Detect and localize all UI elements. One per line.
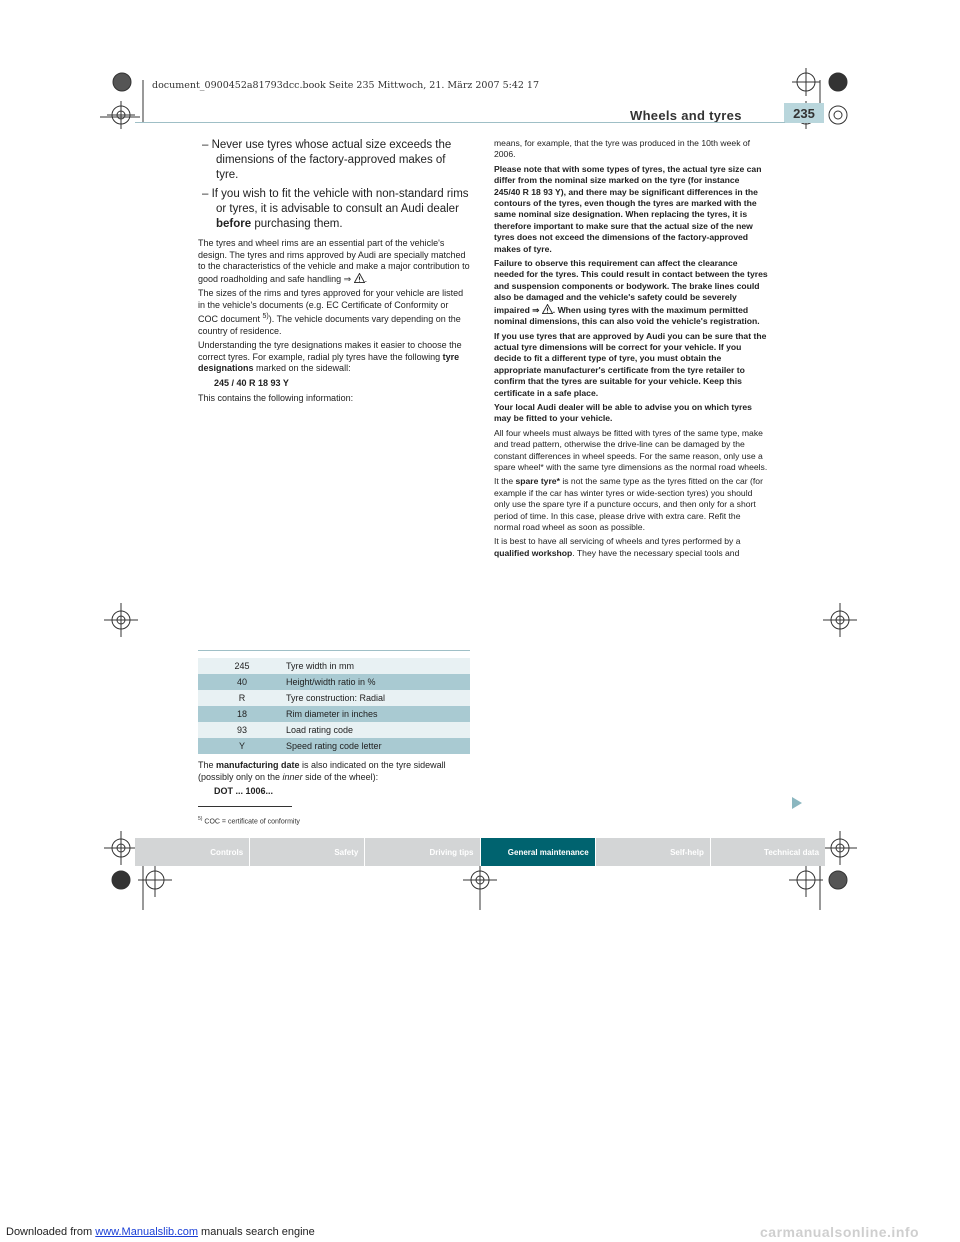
right-paragraph-1: means, for example, that the tyre was pr… (494, 138, 751, 160)
page-number: 235 (793, 106, 815, 121)
right-paragraph-3: Failure to observe this requirement can … (494, 258, 768, 327)
rp3-text-a: Failure to observe this requirement can … (494, 258, 768, 315)
right-paragraph-2: Please note that with some types of tyre… (494, 163, 762, 254)
table-desc: Rim diameter in inches (286, 709, 378, 719)
p3-text-a: Understanding the tyre designations make… (198, 340, 462, 362)
table-row: 18 Rim diameter in inches (198, 706, 470, 722)
tab-technical-data[interactable]: Technical data (710, 838, 826, 866)
book-line: document_0900452a81793dcc.book Seite 235… (152, 80, 540, 91)
p1-end: . (364, 273, 368, 284)
table-code: 93 (236, 725, 247, 735)
paragraph-3: Understanding the tyre designations make… (198, 340, 470, 375)
header-divider (135, 122, 785, 123)
table-top-rule (198, 650, 470, 651)
table-code: 40 (236, 677, 247, 687)
download-suffix: manuals search engine (197, 1226, 315, 1238)
right-paragraph-8: It is best to have all servicing of whee… (494, 536, 768, 559)
left-column: – Never use tyres whose actual size exce… (198, 138, 470, 408)
paragraph-1: The tyres and wheel rims are an essentia… (198, 238, 470, 285)
rp8-emphasis: qualified workshop (494, 547, 573, 558)
rp7-text-c: is not the same type as the tyres fitted… (494, 476, 763, 532)
table-desc: Speed rating code letter (286, 741, 382, 751)
p5-italic: inner (282, 771, 303, 782)
rp7-emphasis: spare tyre* (515, 476, 560, 487)
footnote-ref: 5) (262, 313, 269, 320)
page-number-box (784, 103, 824, 123)
paragraph-4: This contains the following information: (198, 393, 354, 403)
table-row: 93 Load rating code (198, 722, 470, 738)
footnote-text: COC = certificate of conformity (204, 818, 300, 826)
right-paragraph-5: Your local Audi dealer will be able to a… (494, 401, 752, 424)
manualslib-link[interactable]: www.Manualslib.com (95, 1226, 198, 1238)
table-desc: Tyre construction: Radial (286, 693, 386, 703)
table-code: Y (238, 741, 245, 751)
footnote-rule (198, 806, 292, 807)
rp8-text-c: . They have the necessary special tools … (572, 547, 740, 558)
table-code: R (238, 693, 246, 703)
download-prefix: Downloaded from (6, 1226, 96, 1238)
p5-emphasis: manufacturing date (216, 760, 300, 770)
rp3-text-b: . When using tyres with the maximum perm… (494, 304, 760, 327)
paragraph-5: The manufacturing date is also indicated… (198, 760, 470, 783)
p5-text-c: is also indicated on the tyre sidewall (… (198, 760, 446, 782)
tab-general-maintenance[interactable]: General maintenance (480, 838, 595, 866)
warning-bullet-2: – If you wish to fit the vehicle with no… (198, 187, 470, 232)
p3-emphasis: tyre designations (198, 351, 460, 374)
table-row: 245 Tyre width in mm (198, 658, 470, 674)
section-tabs: Controls Safety Driving tips General mai… (135, 838, 826, 866)
table-desc: Tyre width in mm (286, 661, 355, 671)
tab-driving-tips[interactable]: Driving tips (365, 838, 480, 866)
p3-text-c: marked on the sidewall: (253, 363, 351, 373)
table-code: 18 (236, 709, 247, 719)
table-desc: Load rating code (286, 725, 354, 735)
p2-text-b: ). The vehicle documents vary depending … (198, 314, 461, 336)
tyre-designation-table: 245 Tyre width in mm 40 Height/width ratio… (198, 658, 470, 754)
bullet2-text-c: purchasing them. (251, 218, 343, 230)
p5-text-e: side of the wheel): (302, 771, 379, 782)
rp7-text-a: It the (494, 476, 516, 487)
footnote: 5) COC = certificate of conformity (198, 816, 300, 825)
table-row: R Tyre construction: Radial (198, 690, 470, 706)
table-code: 245 (234, 661, 250, 671)
bullet2-emphasis: before (216, 218, 252, 230)
right-paragraph-7: It the spare tyre* is not the same type … (494, 476, 768, 533)
tab-self-help[interactable]: Self-help (595, 838, 710, 866)
paragraph-2: The sizes of the rims and tyres approved… (198, 288, 470, 337)
download-notice: Downloaded from www.Manualslib.com manua… (6, 1226, 315, 1238)
warning-triangle-icon (353, 272, 365, 283)
rp8-text-a: It is best to have all servicing of whee… (494, 536, 741, 547)
p1-text: The tyres and wheel rims are an essentia… (198, 238, 470, 284)
tyre-designation: 245 / 40 R 18 93 Y (214, 377, 289, 388)
carmanualsonline-watermark: carmanualsonline.info (760, 1224, 920, 1240)
footnote-mark: 5) (198, 816, 203, 822)
p5-text-a: The (198, 760, 217, 770)
tab-safety[interactable]: Safety (250, 838, 365, 866)
right-paragraph-4: If you use tyres that are approved by Au… (494, 330, 767, 398)
table-row: Y Speed rating code letter (198, 738, 470, 754)
warning-bullet-1: – Never use tyres whose actual size exce… (202, 139, 452, 181)
tab-controls[interactable]: Controls (135, 838, 250, 866)
dot-code: DOT ... 1006... (214, 786, 274, 796)
continue-arrow-icon[interactable] (792, 797, 802, 809)
warning-triangle-icon (541, 303, 553, 314)
right-column: means, for example, that the tyre was pr… (494, 138, 768, 562)
right-paragraph-6: All four wheels must always be fitted wi… (494, 427, 768, 472)
p2-text-a: The sizes of the rims and tyres approved… (198, 288, 464, 324)
table-desc: Height/width ratio in % (286, 677, 376, 687)
bullet2-text-a: – If you wish to fit the vehicle with no… (202, 188, 469, 215)
page-title: Wheels and tyres (630, 108, 742, 123)
left-column-lower: The manufacturing date is also indicated… (198, 760, 470, 802)
table-row: 40 Height/width ratio in % (198, 674, 470, 690)
